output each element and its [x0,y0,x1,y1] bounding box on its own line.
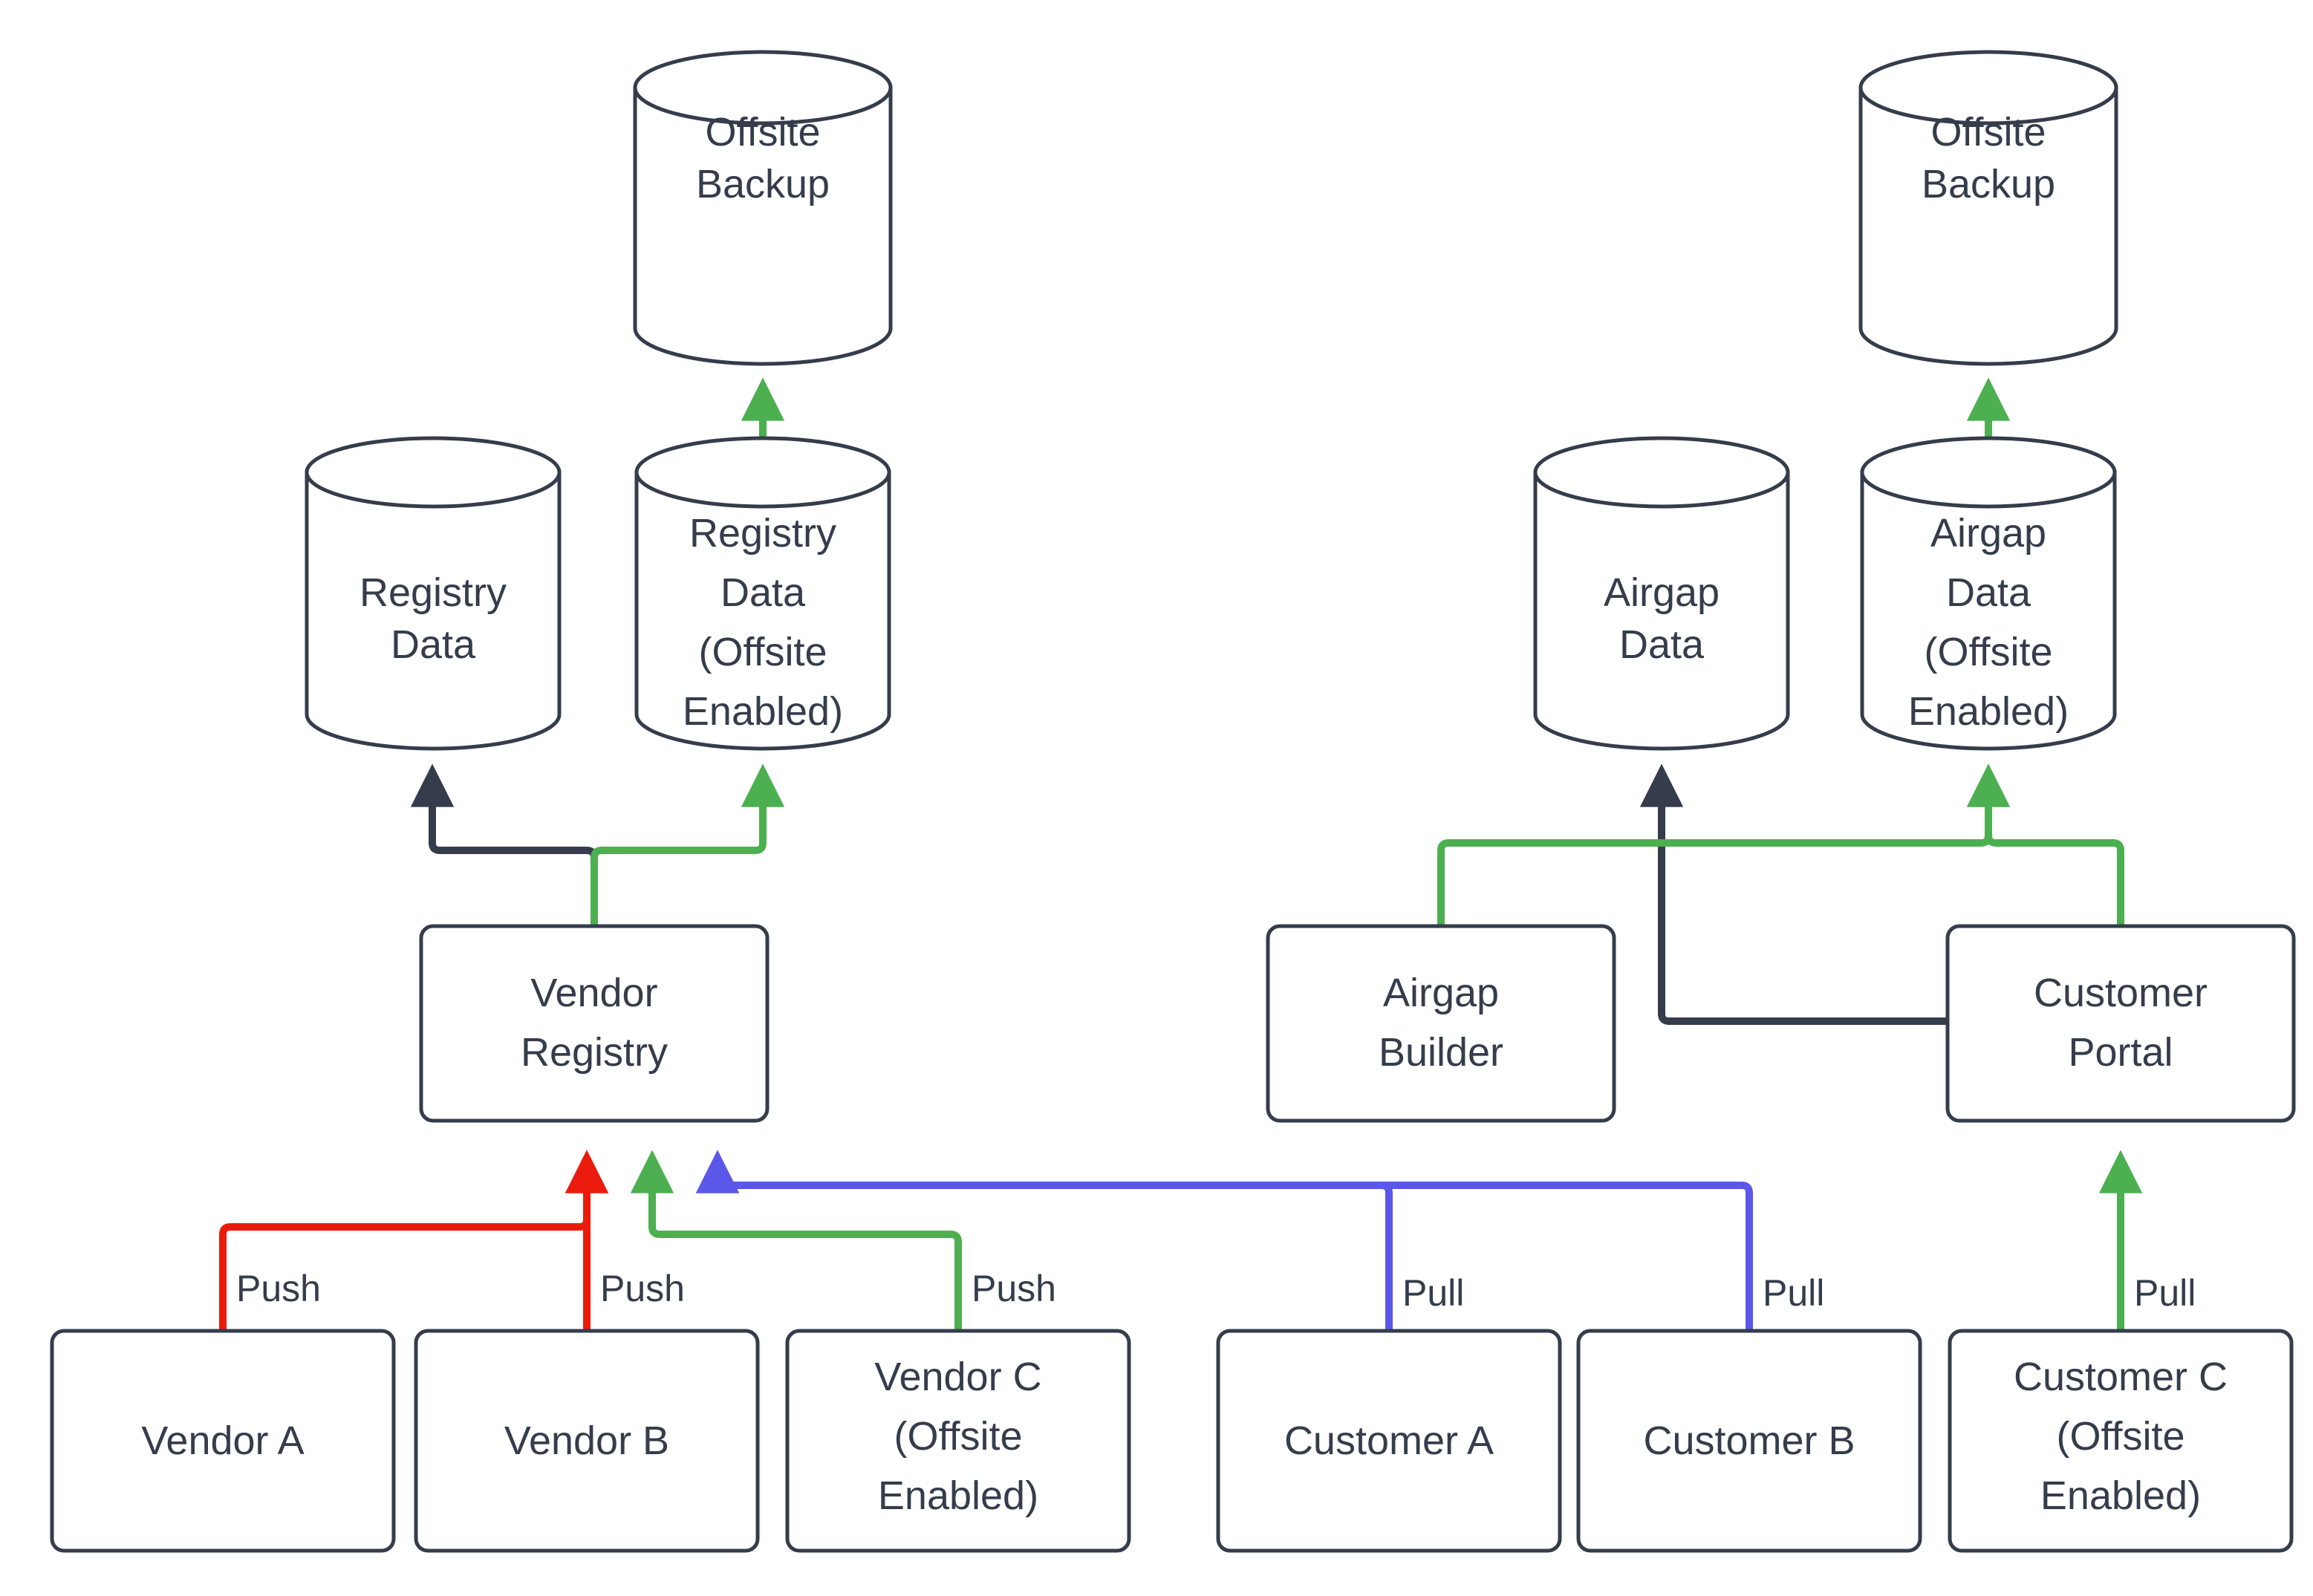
edge-vendor-c-push [630,1150,962,1329]
offsite-backup-right-line2: Backup [1922,162,2055,206]
edge-label-push-b: Push [600,1268,685,1309]
node-airgap-data-offsite[interactable]: Airgap Data (Offsite Enabled) [1860,436,2117,751]
offsite-backup-right-line1: Offsite [1930,110,2046,154]
node-vendor-registry[interactable]: Vendor Registry [419,924,770,1123]
edge-label-pull-a: Pull [1402,1272,1464,1314]
vendor-b-label: Vendor B [504,1419,669,1463]
registry-data-line2: Data [391,622,476,667]
node-customer-portal[interactable]: Customer Portal [1945,924,2296,1123]
registry-data-line1: Registry [360,570,507,615]
edge-builder-to-airgap-data-offsite [1437,763,2011,925]
node-vendor-b[interactable]: Vendor B [414,1329,760,1553]
edge-portal-to-airgap-data [1639,763,1946,1025]
node-customer-b[interactable]: Customer B [1576,1329,1922,1553]
registry-data-offsite-line2: Data [720,570,806,615]
node-customer-a[interactable]: Customer A [1216,1329,1562,1553]
node-airgap-data[interactable]: Airgap Data [1533,436,1790,751]
edge-customer-b-pull [695,1150,1753,1329]
vendor-a-label: Vendor A [141,1419,304,1463]
node-vendor-c[interactable]: Vendor C (Offsite Enabled) [785,1329,1131,1553]
customer-c-line3: Enabled) [2040,1473,2201,1518]
registry-data-offsite-line4: Enabled) [683,689,843,734]
airgap-data-offsite-line1: Airgap [1930,511,2046,556]
customer-portal-line2: Portal [2068,1030,2173,1075]
edge-label-push-a: Push [236,1268,321,1309]
edge-label-push-c: Push [972,1268,1056,1309]
vendor-c-line2: (Offsite [894,1414,1022,1459]
customer-c-line2: (Offsite [2056,1414,2184,1459]
node-registry-data[interactable]: Registry Data [305,436,562,751]
node-customer-c[interactable]: Customer C (Offsite Enabled) [1948,1329,2294,1553]
airgap-data-offsite-line3: (Offsite [1924,630,2052,674]
airgap-data-line1: Airgap [1604,570,1720,615]
customer-portal-line1: Customer [2034,971,2208,1015]
node-offsite-backup-right[interactable]: Offsite Backup [1858,50,2118,366]
offsite-backup-left-line1: Offsite [705,110,820,154]
node-offsite-backup-left[interactable]: Offsite Backup [633,50,893,366]
offsite-backup-left-line2: Backup [696,162,830,206]
edge-registry-to-registry-data [410,763,598,925]
registry-data-offsite-line3: (Offsite [698,630,827,674]
airgap-builder-line1: Airgap [1383,971,1499,1015]
airgap-builder-line2: Builder [1379,1030,1503,1075]
vendor-registry-line2: Registry [521,1030,668,1075]
edge-label-pull-b: Pull [1763,1272,1824,1314]
vendor-c-line3: Enabled) [878,1473,1038,1518]
airgap-data-line2: Data [1619,622,1705,667]
vendor-c-line1: Vendor C [874,1355,1041,1399]
airgap-data-offsite-line4: Enabled) [1908,689,2069,734]
edge-portal-to-airgap-data-offsite [1966,763,2124,925]
edge-registry-to-registry-data-offsite [591,763,785,925]
airgap-data-offsite-line2: Data [1946,570,2031,615]
customer-c-line1: Customer C [2014,1355,2228,1399]
node-registry-data-offsite[interactable]: Registry Data (Offsite Enabled) [634,436,891,751]
vendor-registry-line1: Vendor [530,971,657,1015]
edge-label-pull-c: Pull [2134,1272,2196,1314]
registry-data-offsite-line1: Registry [689,511,836,556]
node-vendor-a[interactable]: Vendor A [50,1329,396,1553]
customer-a-label: Customer A [1284,1419,1494,1463]
node-airgap-builder[interactable]: Airgap Builder [1266,924,1616,1123]
customer-b-label: Customer B [1643,1419,1855,1463]
